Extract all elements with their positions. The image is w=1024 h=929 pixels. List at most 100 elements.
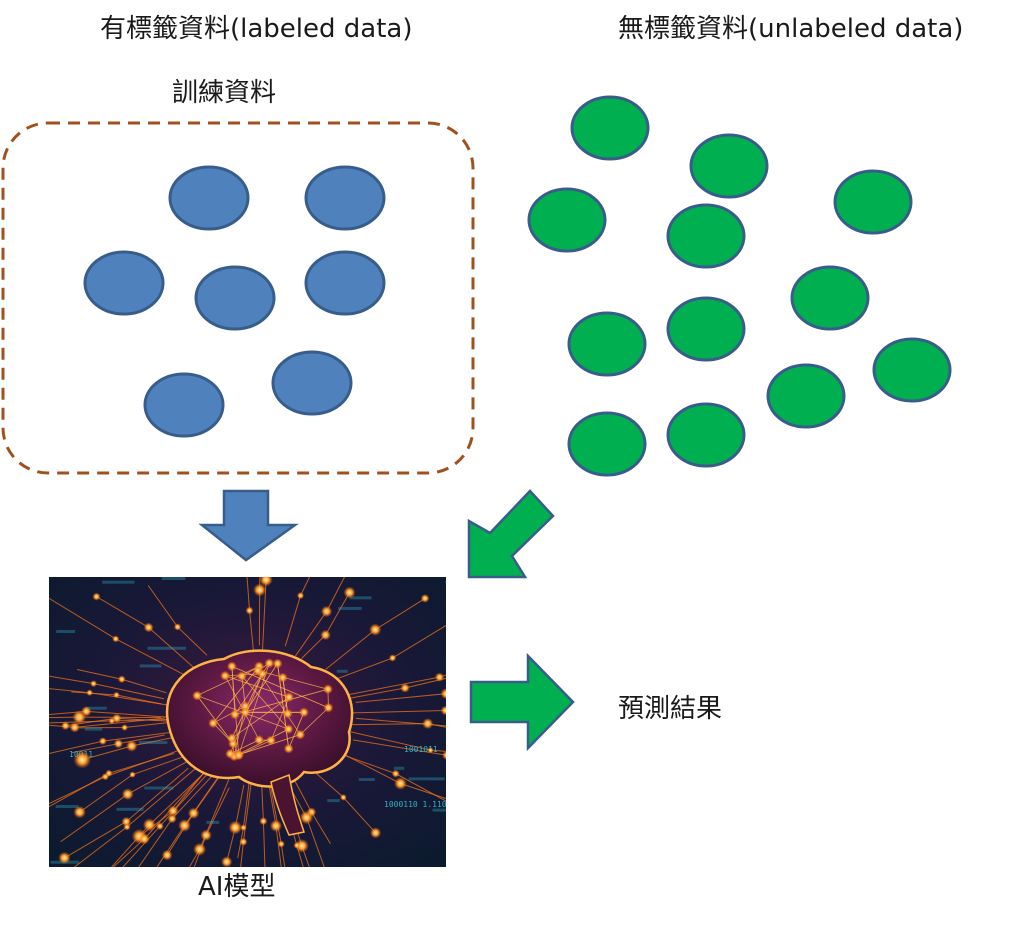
glow-dot	[73, 750, 92, 769]
labeled-point	[83, 250, 165, 316]
glow-dot	[125, 740, 138, 752]
glow-dot	[239, 837, 248, 846]
code-bar	[84, 727, 103, 731]
unlabeled-point	[567, 311, 647, 377]
unlabeled-point	[766, 363, 846, 429]
glow-dot	[72, 710, 87, 725]
glow-dot	[98, 737, 107, 746]
glow-dot	[394, 777, 407, 790]
glow-dot	[61, 721, 70, 731]
glow-dot	[121, 788, 134, 801]
code-bar	[408, 777, 445, 781]
glow-dot	[400, 683, 410, 693]
glow-dot	[92, 592, 101, 601]
glow-dot	[113, 739, 124, 749]
glow-dot	[422, 718, 434, 730]
network-node	[229, 709, 240, 720]
glow-dot	[442, 750, 446, 760]
network-node	[323, 702, 334, 713]
glow-dot	[391, 769, 400, 778]
network-node	[298, 707, 309, 718]
network-edge	[241, 675, 289, 730]
glow-dot	[113, 691, 120, 699]
training-data-label: 訓練資料	[172, 78, 277, 108]
glow-dot	[320, 605, 333, 618]
glow-dot	[388, 654, 397, 662]
glow-dot	[269, 819, 283, 832]
code-bar	[161, 577, 186, 581]
code-snippet: 1001011	[404, 745, 438, 754]
glow-dot	[221, 856, 233, 867]
labeled-point	[143, 372, 225, 438]
code-bar	[55, 804, 79, 808]
network-node	[252, 665, 263, 676]
glow-dot	[187, 807, 200, 819]
labeled-point	[304, 165, 386, 231]
unlabeled-point	[666, 402, 746, 468]
network-node	[236, 671, 247, 682]
network-edge	[231, 665, 329, 709]
code-bar	[432, 808, 446, 812]
code-bar	[336, 669, 348, 673]
unlabeled-data-heading: 無標籤資料(unlabeled data)	[618, 14, 964, 44]
network-node	[282, 708, 293, 719]
network-node	[322, 684, 333, 695]
code-bar	[138, 741, 168, 745]
glow-dot	[245, 606, 254, 615]
network-edge	[288, 712, 305, 749]
unlabeled-point	[666, 296, 746, 362]
labeled-points-group	[83, 165, 386, 438]
code-bar	[206, 820, 220, 824]
network-edge	[299, 707, 329, 735]
network-node	[208, 718, 219, 729]
glow-dot	[73, 805, 86, 819]
network-node	[233, 750, 244, 761]
glow-dot	[112, 635, 120, 643]
labeled-point	[304, 250, 386, 316]
glow-dot	[296, 592, 305, 600]
unlabeled-point	[567, 411, 647, 477]
code-bar	[349, 596, 372, 600]
network-node	[226, 733, 237, 744]
circuit-line	[352, 739, 446, 756]
code-bar	[338, 606, 362, 610]
unlabeled-point	[527, 187, 607, 253]
glow-dot	[200, 829, 212, 841]
network-edge	[244, 663, 278, 713]
code-bar	[147, 646, 186, 650]
glow-dot	[320, 629, 331, 641]
brain-network	[192, 658, 334, 762]
network-node	[272, 658, 283, 669]
glow-dot	[259, 577, 273, 587]
network-node	[226, 661, 237, 672]
labeled-point	[194, 265, 276, 331]
network-node	[225, 748, 236, 759]
glow-dot	[155, 822, 164, 831]
unlabeled-point	[790, 265, 870, 331]
glow-dot	[129, 771, 136, 778]
glow-dot	[434, 672, 445, 682]
glow-dot	[69, 722, 80, 733]
glow-dot	[121, 816, 132, 827]
network-node	[277, 672, 288, 683]
code-bar	[116, 807, 144, 811]
glow-dot	[138, 833, 150, 845]
network-node	[220, 670, 231, 681]
network-node	[283, 743, 294, 754]
glow-dot	[167, 814, 177, 824]
code-bar	[139, 664, 162, 668]
network-node	[254, 734, 265, 745]
glow-dot	[259, 817, 268, 826]
network-node	[284, 692, 295, 703]
prediction-result-label: 預測結果	[618, 694, 723, 724]
code-bar	[393, 766, 405, 770]
unlabeled-point	[570, 95, 650, 161]
circuit-line	[355, 717, 446, 727]
glow-dot	[420, 594, 430, 603]
labeled-point	[271, 350, 353, 416]
glow-dot	[339, 793, 347, 801]
glow-dot	[105, 769, 113, 777]
code-bar	[327, 799, 340, 803]
network-edge	[241, 676, 246, 707]
